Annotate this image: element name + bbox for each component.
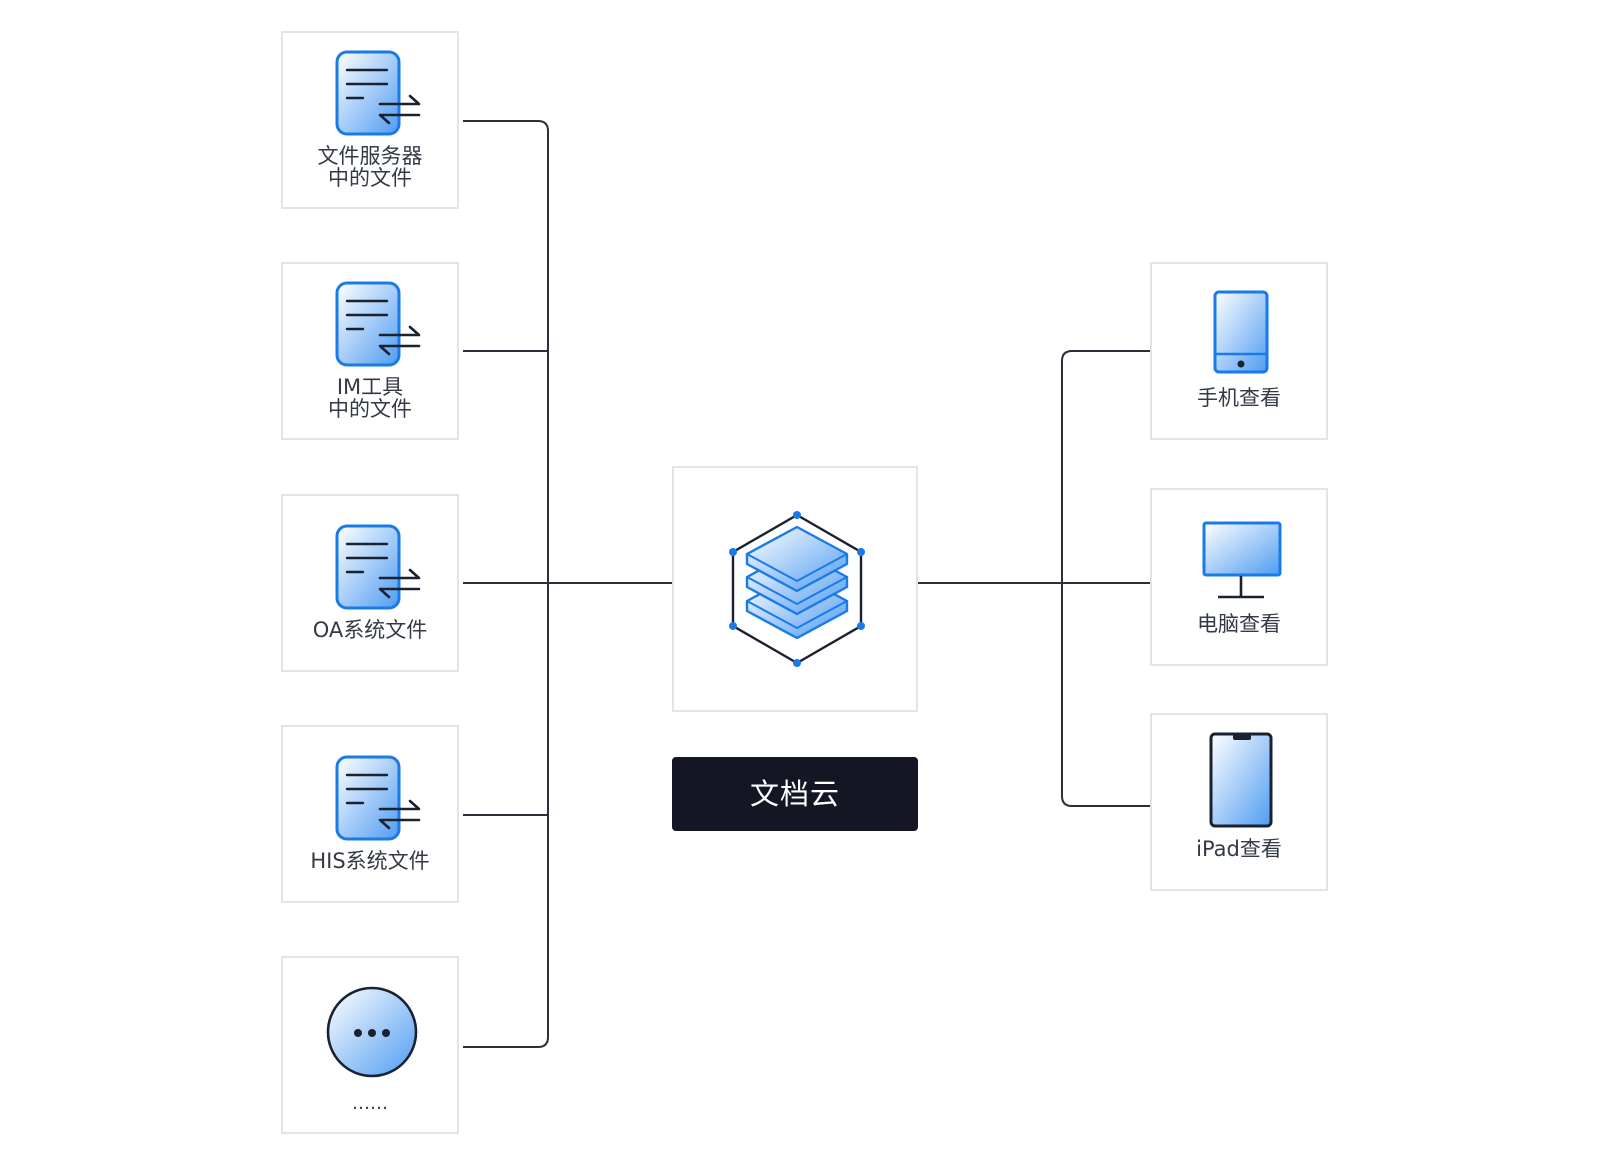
source-label: OA系统文件 [312,618,428,642]
source-label: …… [352,1093,388,1114]
phone-icon [1213,290,1269,374]
hub-title: 文档云 [672,757,918,831]
stacked-layers-hexagon-icon [729,511,865,667]
source-card-file-server[interactable]: 文件服务器 中的文件 [281,31,459,209]
file-transfer-icon [335,755,421,841]
right-trunk-line [1061,350,1150,807]
device-card-ipad[interactable]: iPad查看 [1150,713,1328,891]
source-label: 文件服务器 中的文件 [317,144,423,190]
source-card-im-tool[interactable]: IM工具 中的文件 [281,262,459,440]
device-card-phone[interactable]: 手机查看 [1150,262,1328,440]
file-transfer-icon [335,50,421,136]
source-label: HIS系统文件 [310,849,430,873]
source-card-his-system[interactable]: HIS系统文件 [281,725,459,903]
file-transfer-icon [335,524,421,610]
device-label: 电脑查看 [1197,612,1281,636]
source-label: IM工具 中的文件 [328,375,412,421]
tablet-icon [1209,732,1273,828]
device-card-computer[interactable]: 电脑查看 [1150,488,1328,666]
device-label: iPad查看 [1196,837,1282,861]
source-card-more[interactable]: …… [281,956,459,1134]
monitor-icon [1202,521,1282,599]
source-card-oa-system[interactable]: OA系统文件 [281,494,459,672]
hub-card[interactable] [672,466,918,712]
device-label: 手机查看 [1197,386,1281,410]
file-transfer-icon [335,281,421,367]
more-icon [326,986,418,1078]
